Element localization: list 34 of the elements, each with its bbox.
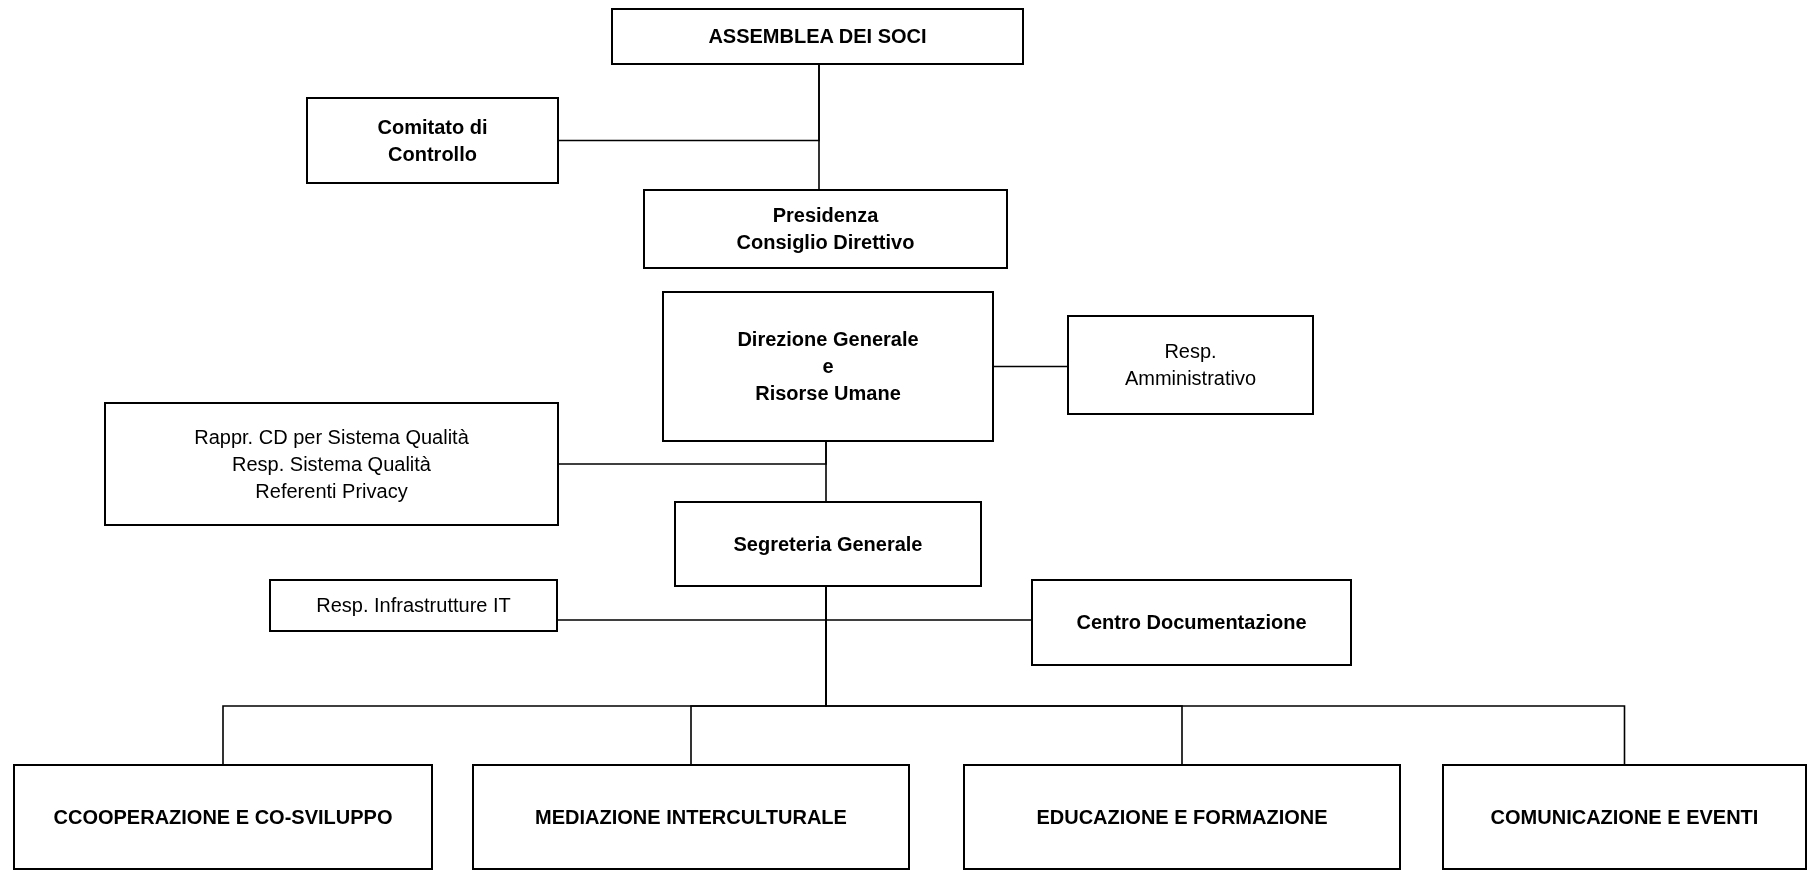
box-label: COMUNICAZIONE E EVENTI [1490,804,1759,830]
box-label: EDUCAZIONE E FORMAZIONE [1036,804,1328,830]
box-label: Resp. Amministrativo [1123,339,1258,391]
box-label: Presidenza [772,203,879,228]
box-label: Direzione Generale [737,327,919,352]
box-label: Consiglio Direttivo [736,230,915,255]
connector-line [558,64,820,142]
box-label: Comitato di Controllo [376,114,489,167]
org-box [963,764,1401,870]
org-box [1442,764,1807,870]
org-box [662,291,994,442]
org-box [643,189,1008,269]
box-label: Centro Documentazione [1076,610,1307,635]
org-box [611,8,1024,65]
box-label: Risorse Umane [755,381,901,406]
box-label: e [822,354,834,379]
connector-line [993,365,1068,368]
org-box [1067,315,1314,415]
box-label: Resp. Sistema Qualità [232,451,431,477]
box-label: CCOOPERAZIONE E CO-SVILUPPO [53,804,393,830]
org-box [674,501,982,587]
org-box [104,402,559,526]
box-label: ASSEMBLEA DEI SOCI [708,24,927,49]
box-label: Referenti Privacy [255,478,408,504]
org-box [269,579,558,632]
box-label: MEDIAZIONE INTERCULTURALE [535,804,847,830]
box-label: Rappr. CD per Sistema Qualità [194,424,469,450]
box-label: Resp. Infrastrutture IT [316,593,511,618]
org-box [1031,579,1352,666]
box-label: Segreteria Generale [733,531,923,557]
org-box [472,764,910,870]
connector-line [558,441,827,465]
org-box [306,97,559,184]
org-box [13,764,433,870]
